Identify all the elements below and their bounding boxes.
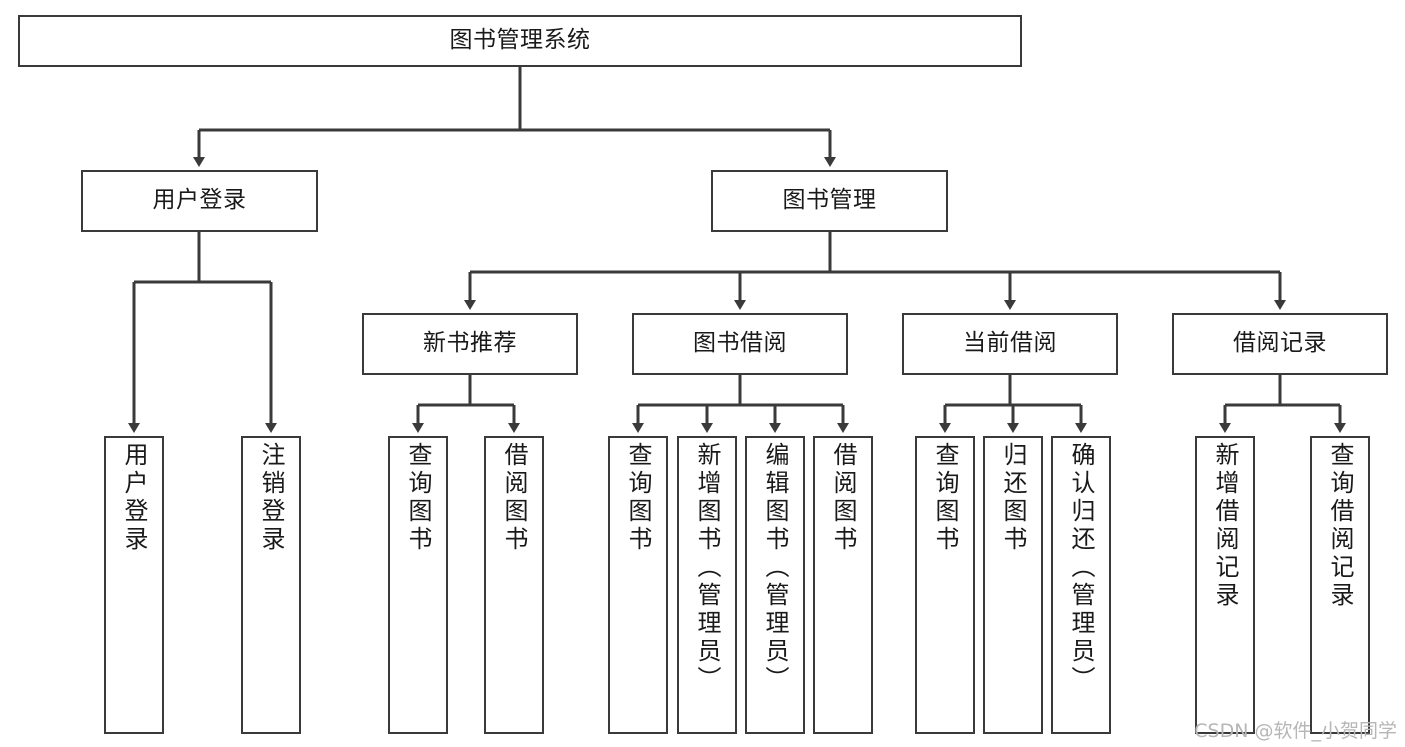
node-label: 归还图书 <box>999 442 1027 554</box>
node-borrow-record[interactable]: 借阅记录 <box>1172 313 1388 375</box>
node-label: 注销登录 <box>257 442 285 554</box>
node-label: 借阅图书 <box>500 442 528 554</box>
node-label: 编辑图书（管理员） <box>761 442 789 694</box>
leaf-query-book-current[interactable]: 查询图书 <box>915 436 975 734</box>
node-label: 借阅记录 <box>1233 330 1327 357</box>
node-label: 查询借阅记录 <box>1326 442 1354 610</box>
node-new-book-recommend[interactable]: 新书推荐 <box>362 313 578 375</box>
node-label: 查询图书 <box>404 442 432 554</box>
leaf-query-book-newbook[interactable]: 查询图书 <box>388 436 448 734</box>
node-label: 当前借阅 <box>963 330 1057 357</box>
node-label: 用户登录 <box>152 187 247 214</box>
node-label: 用户登录 <box>120 442 148 554</box>
node-label: 借阅图书 <box>829 442 857 554</box>
edges-book-mgmt-to-level3 <box>464 232 1286 310</box>
node-label: 确认归还（管理员） <box>1067 442 1095 694</box>
node-label: 查询图书 <box>931 442 959 554</box>
leaf-add-book-admin[interactable]: 新增图书（管理员） <box>677 436 737 734</box>
node-current-borrow[interactable]: 当前借阅 <box>902 313 1118 375</box>
node-book-borrow[interactable]: 图书借阅 <box>632 313 848 375</box>
node-label: 图书借阅 <box>693 330 787 357</box>
leaf-add-borrow-record[interactable]: 新增借阅记录 <box>1195 436 1255 734</box>
leaf-query-borrow-record[interactable]: 查询借阅记录 <box>1310 436 1370 734</box>
leaf-return-book[interactable]: 归还图书 <box>983 436 1043 734</box>
node-label: 新增借阅记录 <box>1211 442 1239 610</box>
leaf-user-login[interactable]: 用户登录 <box>104 436 164 734</box>
edges-root-to-level2 <box>193 67 836 167</box>
node-root-system[interactable]: 图书管理系统 <box>18 15 1022 67</box>
edges-current-borrow-to-leaves <box>939 375 1087 433</box>
edges-user-login-to-leaves <box>128 232 277 433</box>
leaf-logout[interactable]: 注销登录 <box>241 436 301 734</box>
leaf-edit-book-admin[interactable]: 编辑图书（管理员） <box>745 436 805 734</box>
node-book-management[interactable]: 图书管理 <box>711 170 948 232</box>
leaf-borrow-book[interactable]: 借阅图书 <box>813 436 873 734</box>
leaf-borrow-book-newbook[interactable]: 借阅图书 <box>484 436 544 734</box>
node-label: 新增图书（管理员） <box>693 442 721 694</box>
edges-borrow-record-to-leaves <box>1219 375 1346 433</box>
node-label: 图书管理 <box>782 187 877 214</box>
node-label: 查询图书 <box>624 442 652 554</box>
leaf-query-book-borrow[interactable]: 查询图书 <box>608 436 668 734</box>
node-label: 图书管理系统 <box>449 27 591 54</box>
node-user-login[interactable]: 用户登录 <box>81 170 318 232</box>
edges-new-book-to-leaves <box>412 375 520 433</box>
edges-borrow-to-leaves <box>632 375 849 433</box>
leaf-confirm-return-admin[interactable]: 确认归还（管理员） <box>1051 436 1111 734</box>
node-label: 新书推荐 <box>423 330 517 357</box>
